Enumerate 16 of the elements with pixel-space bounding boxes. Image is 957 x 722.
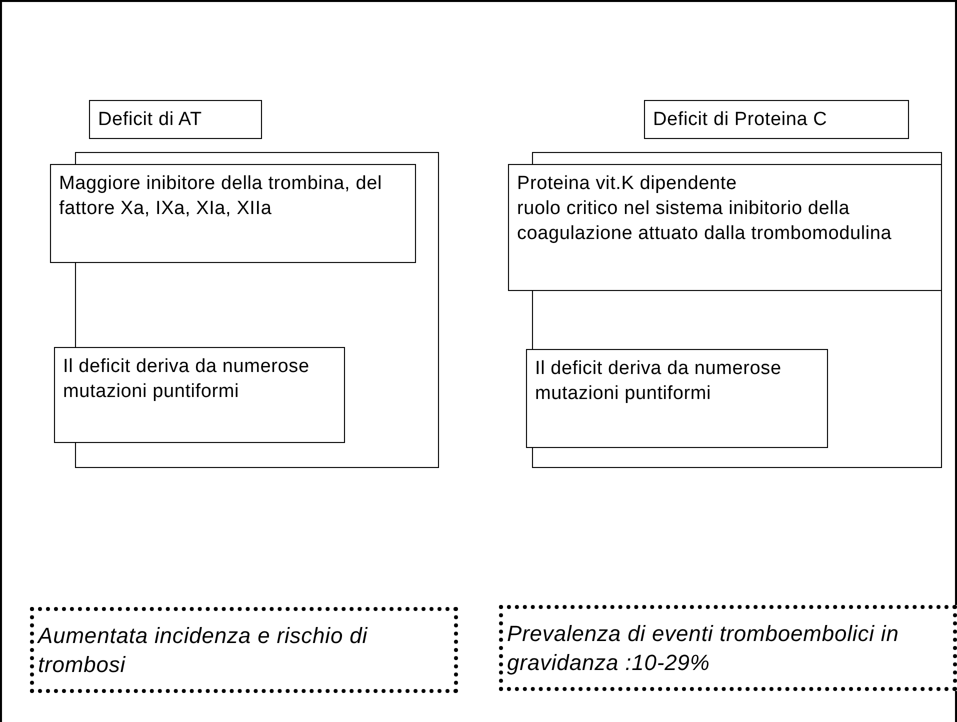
- text-box: [50, 164, 416, 263]
- box-text: Maggiore inibitore della trombina, del fattore Xa, IXa, XIa, XIIa: [59, 172, 383, 222]
- box-text: Il deficit deriva da numerose mutazioni puntiformi: [63, 355, 310, 404]
- text-box: [54, 347, 345, 443]
- note-box: [30, 607, 458, 694]
- note-box: [499, 605, 957, 692]
- box-text: Deficit di AT: [98, 108, 203, 132]
- box-text: Deficit di Proteina C: [653, 108, 828, 132]
- text-box: [89, 100, 262, 140]
- box-text: Il deficit deriva da numerose mutazioni puntiformi: [535, 357, 782, 406]
- box-text: Prevalenza di eventi tromboembolici in gravidanza :10-29%: [507, 620, 900, 678]
- text-box: [644, 100, 909, 140]
- box-text: Aumentata incidenza e rischio di trombosi: [38, 622, 369, 680]
- box-text: Proteina vit.K dipendente: [517, 172, 738, 196]
- text-box: [508, 164, 942, 291]
- box-text: ruolo critico nel sistema inibitorio della coagulazione attuato dalla trombomodulina: [517, 197, 893, 246]
